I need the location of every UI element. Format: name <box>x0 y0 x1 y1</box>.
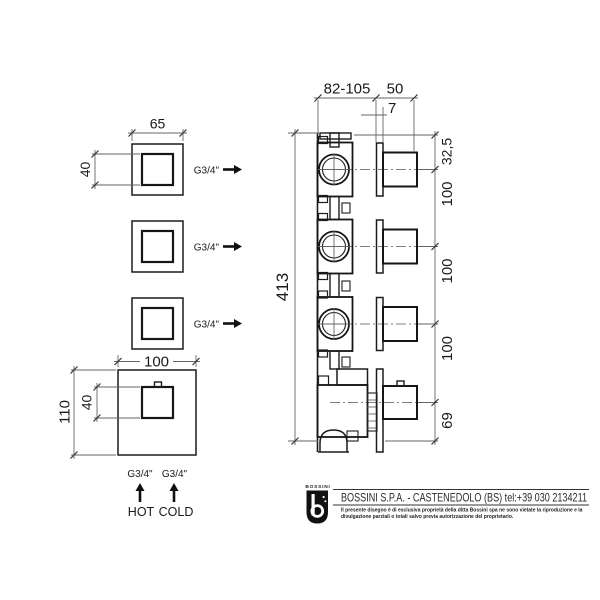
up-arrow-icon <box>135 483 145 491</box>
disclaimer-line-2: divulgazione parziali o totali salvo pre… <box>341 514 514 520</box>
handle-notch <box>153 381 163 388</box>
dim-label-40-top: 40 <box>77 162 93 178</box>
dim-40-top: 40 <box>77 150 140 189</box>
dim-label-100-b: 100 <box>439 258 456 283</box>
valve-block-1 <box>316 135 354 204</box>
dim-label-65: 65 <box>150 116 166 132</box>
outlet-thread-3: G3/4" <box>194 319 242 331</box>
outlet-label-3: G3/4" <box>194 320 220 331</box>
handles-section <box>382 151 418 420</box>
dim-label-50: 50 <box>387 81 404 98</box>
dim-label-110: 110 <box>57 400 74 424</box>
cold-label: COLD <box>159 505 194 519</box>
right-arrow-icon <box>234 319 242 328</box>
outlet-plate-3 <box>131 297 184 350</box>
dim-label-7: 7 <box>388 100 396 117</box>
ribbed-adapter <box>366 392 378 432</box>
logo-dot <box>324 500 327 503</box>
dim-label-413: 413 <box>273 273 292 301</box>
inlet-hot: G3/4" HOT <box>127 469 154 519</box>
outlet-thread-1: G3/4" <box>194 165 242 177</box>
pipe-elbow-dome <box>319 429 348 452</box>
dim-label-69: 69 <box>439 412 456 429</box>
disclaimer-line-1: Il presente disegno è di esclusiva propr… <box>341 508 583 514</box>
title-block: BOSSINI BOSSINI S.P.A. - CASTENEDOLO (BS… <box>305 484 589 524</box>
up-arrow-icon <box>169 483 179 491</box>
dim-413: 413 <box>273 129 320 445</box>
outlet-plate-2 <box>131 220 184 273</box>
dim-110: 110 <box>57 366 116 459</box>
inlet-cold: G3/4" COLD <box>159 469 194 519</box>
company-line: BOSSINI S.P.A. - CASTENEDOLO (BS) tel:+3… <box>341 491 587 505</box>
side-view: 82-105 50 7 413 <box>273 81 456 453</box>
dim-label-depth-range: 82-105 <box>324 81 371 98</box>
valve-block-3 <box>316 290 354 358</box>
dim-40-bottom: 40 <box>79 383 140 422</box>
inlet-cold-thread-label: G3/4" <box>162 469 188 480</box>
dim-label-100: 100 <box>144 354 169 371</box>
dim-100: 100 <box>114 354 200 371</box>
dim-65: 65 <box>128 116 187 141</box>
dim-right-chain: 32,5 100 100 100 69 <box>354 131 456 445</box>
dim-label-40-bottom: 40 <box>79 395 95 411</box>
logo-dot <box>322 495 325 499</box>
dim-label-100-c: 100 <box>439 336 456 361</box>
dim-label-32-5: 32,5 <box>439 138 455 165</box>
brand-small-label: BOSSINI <box>305 484 330 490</box>
outlet-plate-1 <box>131 143 184 196</box>
dim-label-100-a: 100 <box>439 181 456 206</box>
dim-depth: 82-105 50 7 <box>314 81 418 151</box>
front-view: 65 40 G3/4" G3/4" G3/4" <box>57 116 242 519</box>
bossini-logo: BOSSINI <box>305 484 330 524</box>
outlet-thread-2: G3/4" <box>194 242 242 254</box>
logo-b-bowl <box>310 504 325 518</box>
right-arrow-icon <box>234 165 242 174</box>
centerlines <box>324 169 430 403</box>
outlet-label-2: G3/4" <box>194 243 220 254</box>
connecting-pipes <box>329 195 351 370</box>
outlet-label-1: G3/4" <box>194 166 220 177</box>
thermo-handle-notch <box>396 380 405 387</box>
thermostat-plate <box>117 369 197 456</box>
hot-label: HOT <box>128 505 155 519</box>
right-arrow-icon <box>234 242 242 251</box>
inlet-hot-thread-label: G3/4" <box>127 469 153 480</box>
top-bracket <box>319 132 352 148</box>
thermostat-body <box>316 368 378 453</box>
logo-b-stem <box>311 494 315 516</box>
valve-block-2 <box>316 212 354 281</box>
